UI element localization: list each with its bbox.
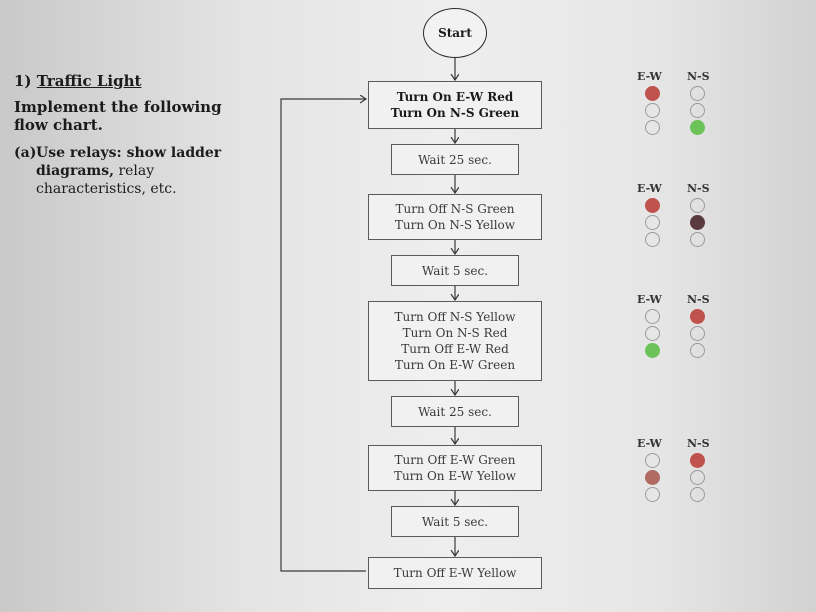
problem-intro: Implement the following flow chart. [14, 98, 222, 134]
part-rest-text: relay characteristics, etc. [36, 163, 177, 197]
ns-lamp-bottom [690, 487, 705, 502]
ew-lamp-top [645, 86, 660, 101]
ew-lamp-middle [645, 470, 660, 485]
ew-lamp-middle [645, 215, 660, 230]
ns-lamp-middle [690, 215, 705, 230]
ns-label: N-S [687, 70, 710, 83]
step-ew-yellow-off: Turn Off E-W Yellow [368, 557, 542, 589]
ew-lamp-middle [645, 326, 660, 341]
step-text: Turn On N-S Red [402, 326, 508, 340]
ns-lamp-middle [690, 326, 705, 341]
ns-lamp-bottom [690, 232, 705, 247]
ew-label: E-W [637, 293, 662, 306]
ew-label: E-W [637, 70, 662, 83]
step-text: Turn Off N-S Yellow [394, 310, 516, 324]
ew-lamp-bottom [645, 120, 660, 135]
ns-lamp-bottom [690, 343, 705, 358]
step-wait-5a: Wait 5 sec. [391, 255, 519, 286]
ew-lamp-middle [645, 103, 660, 118]
step-text: Wait 25 sec. [418, 152, 492, 167]
ew-lamp-bottom [645, 343, 660, 358]
ns-lamp-middle [690, 103, 705, 118]
ew-lamp-bottom [645, 232, 660, 247]
step-wait-5b: Wait 5 sec. [391, 506, 519, 537]
step-text: Wait 5 sec. [421, 514, 489, 529]
ns-lamp-top [690, 309, 705, 324]
step-text: Turn On E-W Yellow [393, 469, 517, 483]
ns-label: N-S [687, 182, 710, 195]
ew-label: E-W [637, 182, 662, 195]
step-text: Turn On N-S Yellow [394, 218, 516, 232]
problem-statement: 1) Traffic Light Implement the following… [14, 72, 254, 198]
part-bold-text: Use relays: show ladder diagrams, [36, 145, 222, 179]
ns-label: N-S [687, 437, 710, 450]
step-text: Turn Off E-W Red [401, 342, 509, 356]
ew-label: E-W [637, 437, 662, 450]
start-terminal: Start [423, 8, 487, 58]
step-text: Turn On N-S Green [390, 106, 520, 120]
ns-lamp-top [690, 453, 705, 468]
step-text: Turn Off N-S Green [395, 202, 515, 216]
ns-label: N-S [687, 293, 710, 306]
ns-lamp-bottom [690, 120, 705, 135]
problem-part-a: (a) Use relays: show ladder diagrams, re… [14, 144, 254, 198]
problem-heading: 1) Traffic Light [14, 72, 254, 90]
problem-number: 1) [14, 72, 32, 90]
step-text: Turn Off E-W Yellow [393, 566, 517, 580]
step-text: Turn On E-W Green [394, 358, 516, 372]
ns-lamp-middle [690, 470, 705, 485]
ew-lamp-top [645, 453, 660, 468]
ew-lamp-top [645, 309, 660, 324]
step-text: Turn On E-W Red [396, 90, 514, 104]
step-text: Wait 5 sec. [421, 263, 489, 278]
loop-back-connector [280, 99, 366, 572]
ew-lamp-top [645, 198, 660, 213]
step-text: Turn Off E-W Green [394, 453, 516, 467]
part-label: (a) [14, 145, 37, 161]
step-text: Wait 25 sec. [418, 404, 492, 419]
problem-title: Traffic Light [36, 72, 142, 90]
ns-lamp-top [690, 198, 705, 213]
step-wait-25b: Wait 25 sec. [391, 396, 519, 427]
ew-lamp-bottom [645, 487, 660, 502]
step-wait-25a: Wait 25 sec. [391, 144, 519, 175]
ns-lamp-top [690, 86, 705, 101]
